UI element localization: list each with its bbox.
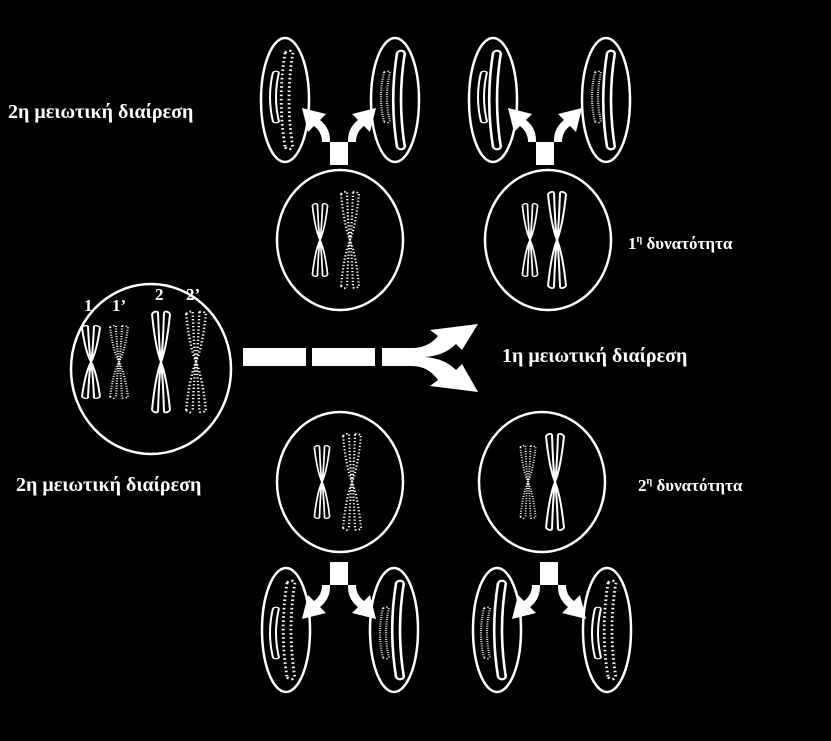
chromosome-label-2-prime: 2’	[186, 285, 200, 304]
gamete-6-chromatid-b	[390, 579, 406, 681]
gamete-7	[471, 566, 523, 694]
cell-top-left	[275, 168, 405, 312]
gamete-3-chromatid-b	[487, 49, 503, 151]
split-arrow-bottom-left-left	[302, 562, 348, 619]
chromosome-top-left-small	[311, 202, 329, 278]
gamete-4-chromatid-b	[601, 49, 617, 151]
gamete-1-chromatid-b	[279, 49, 295, 151]
chromosome-top-left-large	[339, 190, 361, 290]
gamete-7-chromatid-b	[492, 579, 508, 681]
second-division-label-bottom: 2η μειωτική διαίρεση	[16, 474, 201, 496]
gamete-1-chromatid-a	[269, 70, 280, 124]
chromosome-bottom-left-large	[341, 432, 363, 532]
gamete-1	[259, 36, 311, 164]
split-arrow	[382, 324, 478, 392]
chromosome-top-right-small	[521, 202, 539, 278]
chromosome-1	[81, 324, 101, 400]
gamete-5-chromatid-a	[269, 606, 280, 660]
possibility-1-label: 1η δυνατότητα	[628, 234, 733, 253]
gamete-5-chromatid-b	[281, 579, 297, 681]
chromosome-label-2: 2	[155, 285, 164, 304]
gamete-4	[580, 36, 632, 164]
gamete-2-chromatid-b	[391, 49, 407, 151]
chromosome-label-1: 1	[84, 296, 93, 315]
chromosome-label-1-prime: 1’	[112, 296, 126, 315]
split-arrow-top-right-left	[508, 108, 554, 165]
gamete-2-chromatid-a	[379, 70, 392, 124]
gamete-8-chromatid-b	[602, 579, 618, 681]
gamete-6-chromatid-a	[378, 606, 391, 660]
gamete-4-chromatid-a	[590, 70, 603, 124]
cell-bottom-right	[477, 410, 607, 554]
arrow-segment-1	[243, 348, 306, 366]
split-arrow-top-left-left	[302, 108, 348, 165]
possibility-2-label: 2η δυνατότητα	[638, 476, 743, 495]
parent-cell	[69, 282, 233, 456]
gamete-6	[368, 566, 420, 694]
gamete-3-chromatid-a	[477, 70, 488, 124]
gamete-8-chromatid-a	[591, 606, 602, 660]
gamete-7-chromatid-a	[479, 606, 492, 660]
chromosome-1-prime	[108, 324, 130, 400]
chromosome-2	[151, 310, 171, 414]
chromosome-2-prime	[184, 310, 208, 414]
gamete-5	[260, 566, 312, 694]
chromosome-bottom-right-large	[545, 432, 565, 532]
first-division-label: 1η μειωτική διαίρεση	[502, 345, 687, 367]
cell-bottom-left	[275, 410, 405, 554]
split-arrow-bottom-right-left	[512, 562, 558, 619]
chromosome-bottom-right-small	[519, 444, 537, 520]
chromosome-top-right-large	[547, 190, 567, 290]
cell-top-right	[483, 168, 613, 312]
arrow-segment-2	[312, 348, 375, 366]
second-division-label-top: 2η μειωτική διαίρεση	[8, 101, 193, 123]
gamete-8	[581, 566, 633, 694]
chromosome-bottom-left-small	[313, 444, 331, 520]
gamete-2	[369, 36, 421, 164]
gamete-3	[467, 36, 519, 164]
